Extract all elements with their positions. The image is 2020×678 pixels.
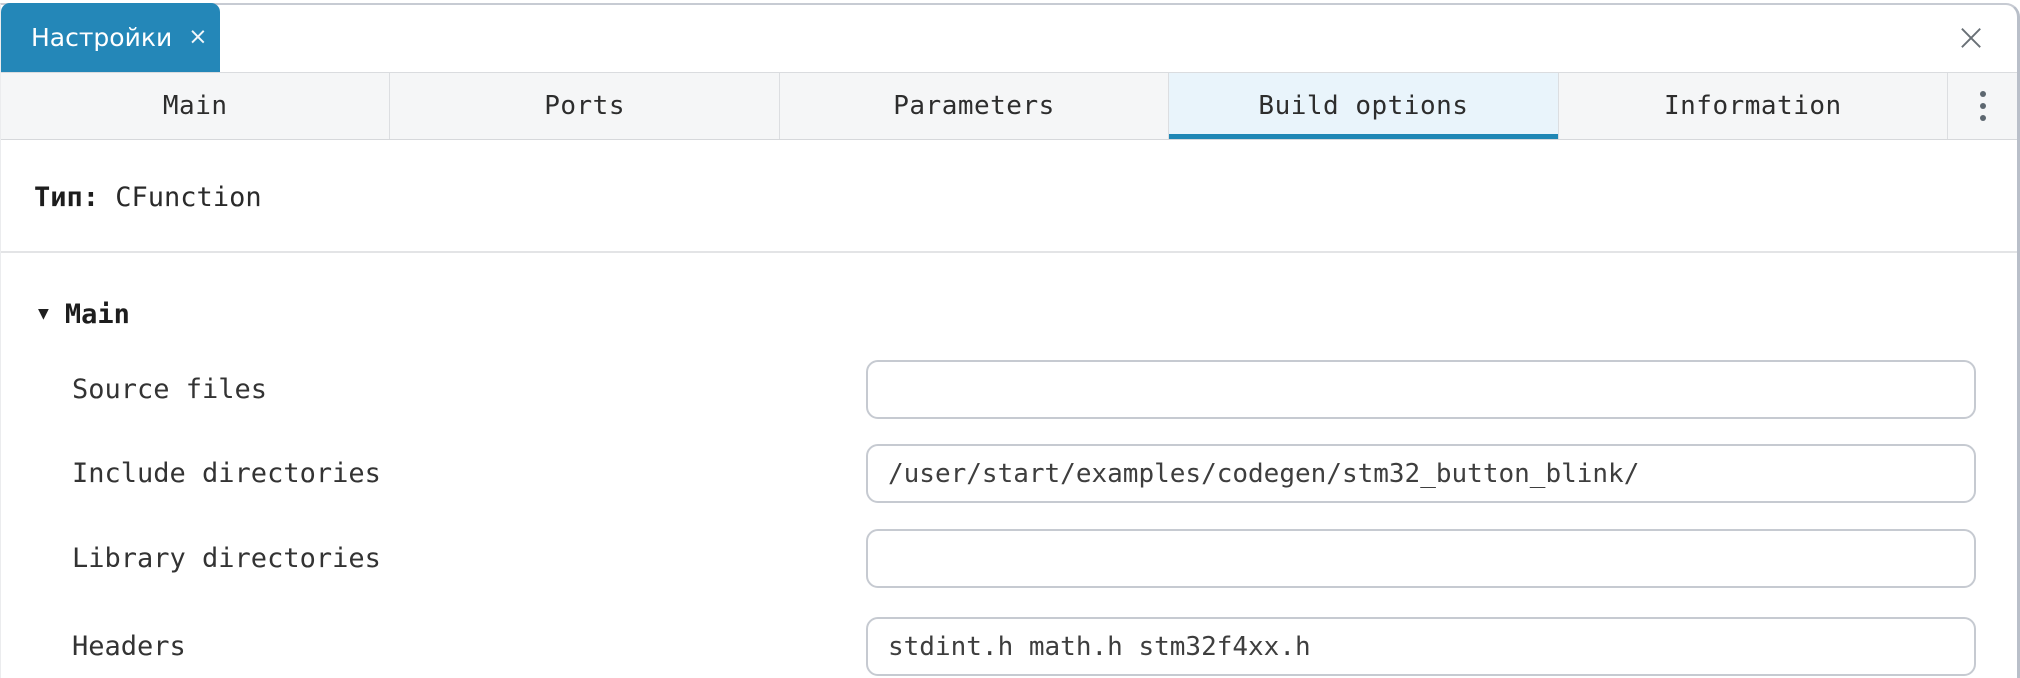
tab-main[interactable]: Main xyxy=(1,73,390,139)
doc-tab-close-icon[interactable]: × xyxy=(188,24,208,50)
form-row-library-directories: Library directories xyxy=(1,529,2017,588)
kebab-menu-icon xyxy=(1979,91,1986,121)
tab-parameters[interactable]: Parameters xyxy=(778,73,1169,139)
type-label: Тип: xyxy=(34,181,116,213)
source-files-label: Source files xyxy=(72,374,268,405)
section-title: Main xyxy=(64,298,130,330)
tab-bar: Main Ports Parameters Build options Info… xyxy=(1,72,2017,140)
tab-build-options[interactable]: Build options xyxy=(1168,73,1558,139)
library-directories-input[interactable] xyxy=(866,529,1976,588)
type-value: CFunction xyxy=(115,181,262,213)
doc-tab-settings[interactable]: Настройки × xyxy=(1,3,220,72)
close-icon[interactable]: × xyxy=(1949,9,1993,65)
headers-input[interactable] xyxy=(866,617,1976,676)
include-directories-input[interactable] xyxy=(866,444,1976,503)
form-row-source-files: Source files xyxy=(1,360,2017,419)
section-header-main[interactable]: ▼ Main xyxy=(38,297,130,331)
tab-overflow-menu[interactable] xyxy=(1947,73,2017,139)
headers-label: Headers xyxy=(72,631,186,662)
form-row-include-directories: Include directories xyxy=(1,444,2017,503)
type-row: Тип: CFunction xyxy=(34,181,262,213)
section-divider xyxy=(1,251,2017,253)
tab-information[interactable]: Information xyxy=(1557,73,1948,139)
collapse-triangle-icon[interactable]: ▼ xyxy=(38,303,49,324)
source-files-input[interactable] xyxy=(866,360,1976,419)
settings-panel: Настройки × × Main Ports Parameters Buil… xyxy=(0,3,2020,678)
library-directories-label: Library directories xyxy=(72,543,381,574)
include-directories-label: Include directories xyxy=(72,458,381,489)
form-row-headers: Headers xyxy=(1,617,2017,676)
tab-ports[interactable]: Ports xyxy=(389,73,779,139)
doc-tab-title: Настройки xyxy=(31,23,173,52)
